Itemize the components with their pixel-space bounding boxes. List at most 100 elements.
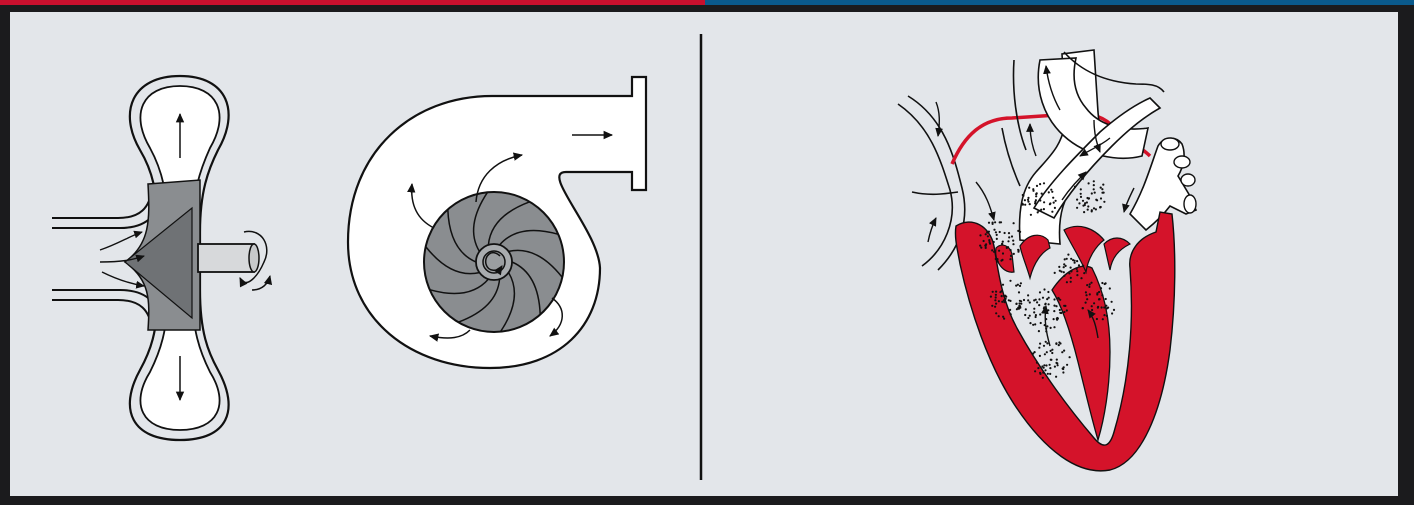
blood-particle	[1020, 282, 1022, 284]
blood-particle	[979, 234, 981, 236]
blood-particle	[1043, 364, 1045, 366]
blood-particle	[1006, 247, 1008, 249]
blood-particle	[1036, 362, 1038, 364]
blood-particle	[1062, 368, 1064, 370]
blood-particle	[994, 299, 996, 301]
blood-particle	[1045, 303, 1047, 305]
blood-particle	[1074, 262, 1076, 264]
blood-particle	[1021, 203, 1023, 205]
blood-particle	[1035, 299, 1037, 301]
blood-particle	[1111, 312, 1113, 314]
blood-particle	[1093, 207, 1095, 209]
blood-particle	[1012, 240, 1014, 242]
blood-particle	[1102, 318, 1104, 320]
blood-particle	[1063, 350, 1065, 352]
blood-particle	[1046, 342, 1048, 344]
blood-particle	[995, 312, 997, 314]
blood-particle	[1028, 187, 1030, 189]
blood-particle	[1080, 277, 1082, 279]
blood-particle	[1093, 302, 1095, 304]
blood-particle	[1049, 373, 1051, 375]
blood-particle	[1023, 299, 1025, 301]
blood-particle	[1080, 188, 1082, 190]
blood-particle	[1033, 308, 1035, 310]
blood-particle	[1019, 300, 1021, 302]
blood-particle	[1057, 297, 1059, 299]
blood-particle	[1066, 309, 1068, 311]
blood-particle	[1018, 302, 1020, 304]
blood-particle	[1093, 180, 1095, 182]
blood-particle	[1016, 303, 1018, 305]
blood-particle	[1036, 192, 1038, 194]
blood-particle	[1096, 318, 1098, 320]
blood-particle	[1101, 306, 1103, 308]
blood-particle	[1046, 351, 1048, 353]
blood-particle	[1036, 185, 1038, 187]
blood-particle	[1070, 258, 1072, 260]
blood-particle	[1093, 184, 1095, 186]
blood-particle	[1025, 308, 1027, 310]
drive-shaft-end	[249, 244, 259, 272]
blood-particle	[1024, 204, 1026, 206]
blood-particle	[1096, 199, 1098, 201]
blood-particle	[1080, 193, 1082, 195]
blood-particle	[1036, 301, 1038, 303]
blood-particle	[1076, 274, 1078, 276]
blood-particle	[1053, 326, 1055, 328]
blood-particle	[1022, 194, 1024, 196]
blood-particle	[1070, 277, 1072, 279]
blood-particle	[1082, 307, 1084, 309]
blood-particle	[1003, 318, 1005, 320]
blood-particle	[980, 247, 982, 249]
blood-particle	[1001, 243, 1003, 245]
blood-particle	[1048, 303, 1050, 305]
blood-particle	[1106, 307, 1108, 309]
blood-particle	[1038, 347, 1040, 349]
blood-particle	[1043, 367, 1045, 369]
blood-particle	[983, 240, 985, 242]
vein-opening-2	[1174, 156, 1190, 168]
blood-particle	[1053, 298, 1055, 300]
blood-particle	[1013, 222, 1015, 224]
blood-particle	[1060, 271, 1062, 273]
blood-particle	[1057, 364, 1059, 366]
blood-particle	[994, 306, 996, 308]
blood-particle	[990, 296, 992, 298]
blood-particle	[1010, 255, 1012, 257]
blood-particle	[1055, 200, 1057, 202]
blood-particle	[995, 291, 997, 293]
blood-particle	[1029, 301, 1031, 303]
blood-particle	[1039, 313, 1041, 315]
blood-particle	[1040, 322, 1042, 324]
blood-particle	[1047, 291, 1049, 293]
drive-shaft	[198, 244, 254, 272]
blood-particle	[999, 221, 1001, 223]
blood-particle	[1106, 315, 1108, 317]
blood-particle	[1035, 316, 1037, 318]
blood-particle	[992, 222, 994, 224]
blood-particle	[991, 305, 993, 307]
blood-particle	[1047, 373, 1049, 375]
blood-particle	[1070, 267, 1072, 269]
blood-particle	[1101, 188, 1103, 190]
blood-particle	[1096, 292, 1098, 294]
blood-particle	[1062, 371, 1064, 373]
blood-particle	[1070, 270, 1072, 272]
blood-particle	[1069, 356, 1071, 358]
blood-particle	[993, 251, 995, 253]
blood-particle	[1065, 265, 1067, 267]
blood-particle	[998, 315, 1000, 317]
vein-opening-4	[1184, 195, 1196, 213]
blood-particle	[1001, 295, 1003, 297]
blood-particle	[1063, 266, 1065, 268]
blood-particle	[1053, 305, 1055, 307]
blood-particle	[1039, 355, 1041, 357]
blood-particle	[1009, 258, 1011, 260]
blood-particle	[1101, 282, 1103, 284]
blood-particle	[1002, 252, 1004, 254]
blood-particle	[1050, 350, 1052, 352]
blood-particle	[1043, 208, 1045, 210]
blood-particle	[1044, 353, 1046, 355]
blood-particle	[1091, 209, 1093, 211]
